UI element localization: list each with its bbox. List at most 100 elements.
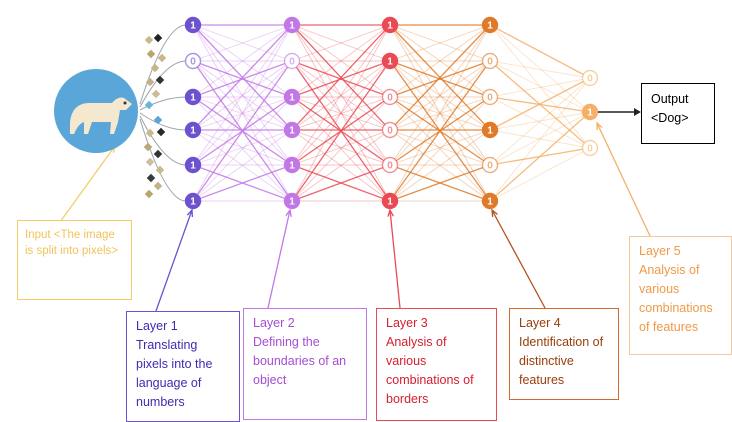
pointer-arrow [59, 145, 116, 223]
connection-line [489, 24, 591, 113]
neuron-node [184, 156, 202, 174]
pixel-icon [157, 53, 167, 63]
connection-line [389, 129, 491, 202]
neuron-node [381, 88, 399, 106]
neuron-node [283, 192, 301, 210]
neuron-value: 0 [487, 93, 493, 104]
connection-line [192, 96, 293, 202]
neuron-value: 1 [487, 21, 493, 32]
neuron-value: 1 [289, 93, 295, 104]
connection-line [489, 60, 591, 113]
pixel-icon [146, 173, 156, 183]
output-title: Output [651, 92, 689, 106]
pointer-arrow [155, 209, 193, 312]
pixel-icon [153, 115, 163, 125]
connection-line [489, 111, 591, 166]
neuron-value: 0 [387, 93, 393, 104]
connection-line [291, 24, 391, 98]
neuron-value: 1 [387, 21, 393, 32]
connection-line [489, 60, 591, 79]
connection-line [291, 24, 391, 166]
connection-line [389, 164, 491, 202]
neuron-node [481, 88, 499, 106]
connection-line [291, 129, 391, 202]
connection-line [389, 24, 491, 62]
connection-line [489, 111, 591, 202]
neuron-node [184, 88, 202, 106]
connection-line [291, 96, 391, 131]
neuron-value: 0 [587, 74, 593, 85]
connection-line [291, 60, 391, 131]
pixel-icon [155, 75, 165, 85]
pixel-icon [143, 142, 153, 152]
connection-line [192, 24, 293, 98]
connection-line [291, 60, 391, 202]
pixel-icon [145, 77, 155, 87]
layer-3-text: Analysis of various combinations of bord… [386, 335, 474, 406]
connection-line [192, 24, 293, 131]
connection-line [389, 96, 491, 131]
arrow-head [596, 121, 603, 131]
neuron-node [581, 103, 599, 121]
layer-2-text: Defining the boundaries of an object [253, 335, 347, 387]
connection-line [389, 96, 491, 202]
neuron-node [381, 52, 399, 70]
connection-line [389, 60, 491, 166]
neuron-node [481, 52, 499, 70]
neuron-node [581, 139, 599, 157]
connection-line [489, 77, 591, 166]
connection-line [192, 24, 293, 62]
connection-line [389, 24, 491, 166]
neuron-value: 0 [487, 161, 493, 172]
layer-4-box: Layer 4 Identification of distinctive fe… [509, 308, 619, 400]
neuron-node [283, 156, 301, 174]
connection-line [291, 60, 391, 166]
neuron-node [581, 69, 599, 87]
connection-line [389, 24, 491, 62]
connection-line [489, 129, 591, 149]
connection-line [489, 77, 591, 98]
layer-2-box: Layer 2 Defining the boundaries of an ob… [243, 308, 367, 420]
neuron-node [481, 121, 499, 139]
connection-line [291, 96, 391, 131]
input-curve [139, 60, 187, 108]
connection-line [489, 77, 591, 131]
connection-line [291, 164, 391, 202]
neuron-node [184, 16, 202, 34]
connection-line [291, 24, 391, 202]
connection-line [389, 129, 491, 166]
connection-line [489, 96, 591, 149]
connection-line [192, 60, 293, 166]
neuron-value: 1 [190, 197, 196, 208]
pixel-icon [156, 127, 166, 137]
neuron-node [481, 16, 499, 34]
neuron-value: 0 [387, 126, 393, 137]
pointer-arrows [59, 121, 651, 312]
connection-line [389, 60, 491, 131]
neuron-value: 1 [289, 197, 295, 208]
neuron-value: 1 [289, 126, 295, 137]
connection-line [291, 60, 391, 98]
output-box: Output <Dog> [641, 83, 715, 144]
neuron-value: 0 [190, 57, 196, 68]
connection-line [489, 147, 591, 202]
neuron-value: 0 [289, 57, 295, 68]
neuron-value: 1 [289, 161, 295, 172]
layer-5-box: Layer 5 Analysis of various combinations… [629, 236, 732, 355]
connection-line [489, 24, 591, 79]
neuron-node [381, 156, 399, 174]
connection-line [291, 24, 391, 62]
pixel-icon [145, 128, 155, 138]
connection-line [389, 60, 491, 166]
pixel-icon [145, 157, 155, 167]
connection-line [192, 60, 293, 98]
connection-line [192, 96, 293, 202]
arrow-icon [598, 108, 641, 116]
neuron-node [184, 52, 202, 70]
pixel-icon [146, 49, 156, 59]
neuron-node [283, 16, 301, 34]
layer-2-title: Layer 2 [253, 316, 295, 330]
neuron-node [283, 52, 301, 70]
neuron-node [184, 192, 202, 210]
